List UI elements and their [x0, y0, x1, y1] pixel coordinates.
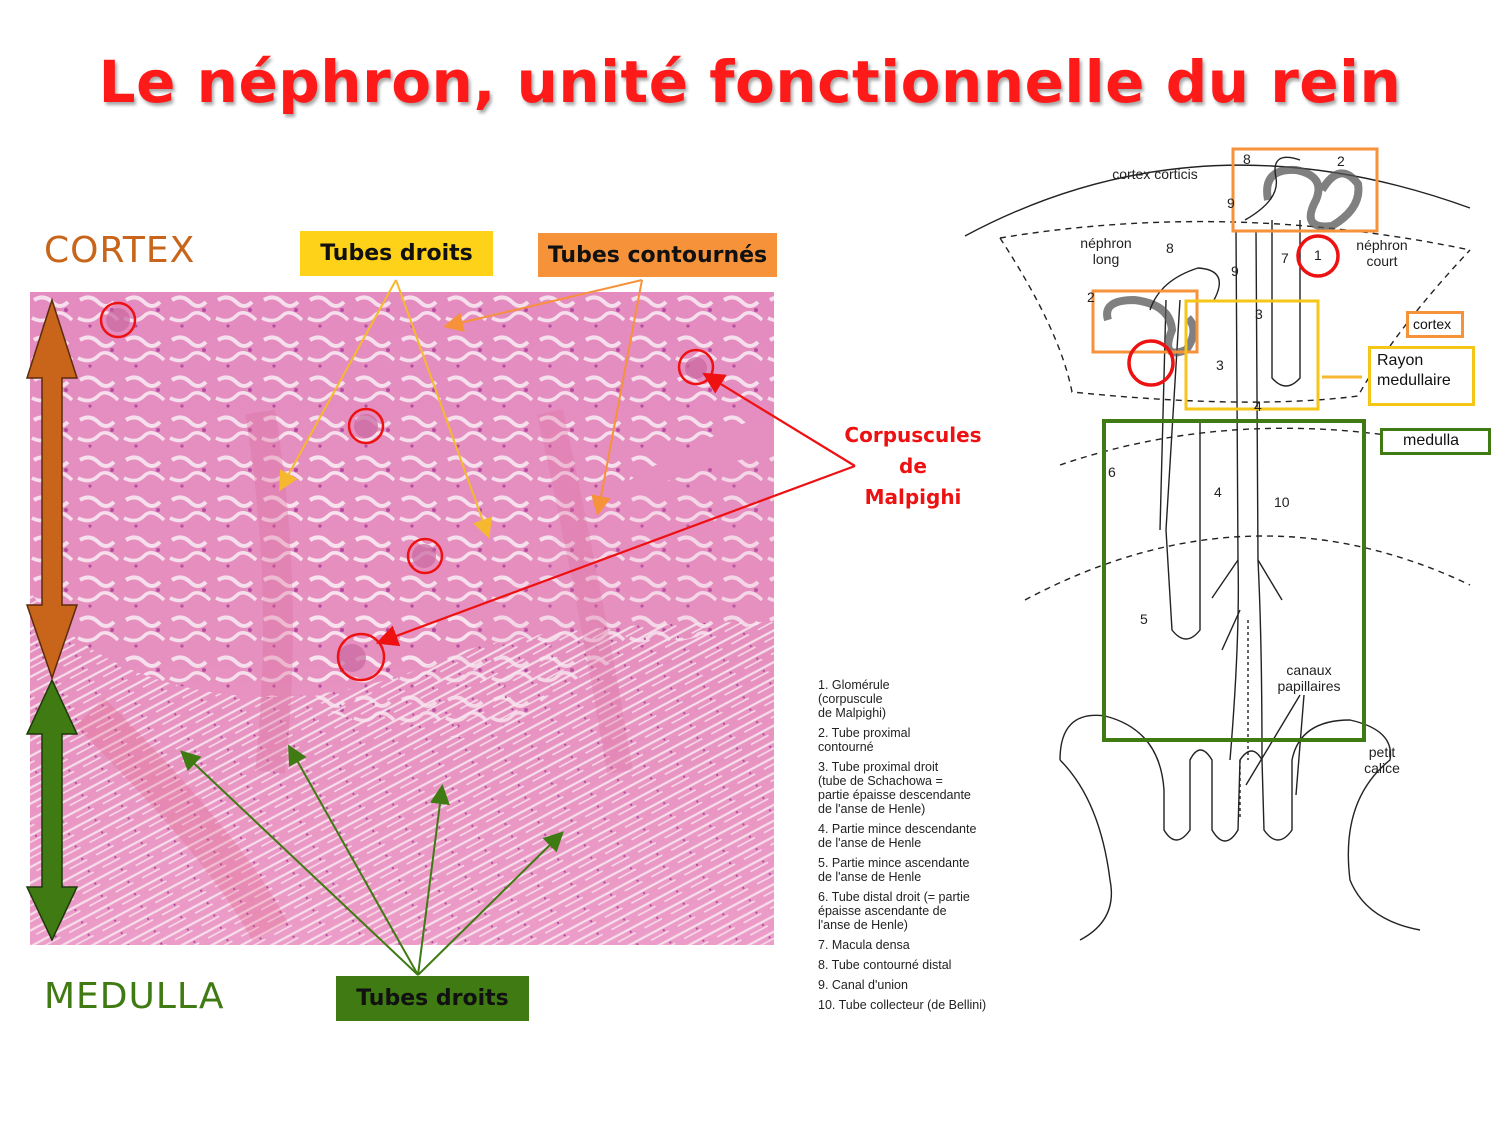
calice-line-1: petit: [1368, 744, 1396, 760]
histology-image: [30, 292, 774, 945]
cortex-corticis-label: cortex corticis: [1112, 166, 1198, 182]
cortex-double-arrow: [25, 297, 79, 681]
schema-num: 6: [1108, 464, 1116, 480]
schema-num: 2: [1087, 289, 1095, 305]
schema-num: 8: [1243, 151, 1251, 167]
calice-line-2: calice: [1364, 760, 1400, 776]
corpuscules-label: Corpuscules de Malpighi: [838, 420, 988, 513]
legend-item-6: 6. Tube distal droit (= partie épaisse a…: [818, 890, 970, 932]
corpuscules-line-1: Corpuscules: [844, 423, 982, 447]
schema-num: 3: [1255, 306, 1263, 322]
corpuscule-arrows: [375, 372, 856, 647]
schema-num: 4: [1214, 484, 1222, 500]
legend-item-3: 3. Tube proximal droit (tube de Schachow…: [818, 760, 971, 816]
schema-num: 4: [1254, 398, 1262, 414]
medulla-label: MEDULLA: [44, 976, 225, 1017]
nephron-court-line-2: court: [1366, 253, 1398, 269]
schema-num: 1: [1314, 247, 1322, 263]
schema-num: 8: [1166, 240, 1174, 256]
tubes-droits-bottom-arrows: [180, 744, 564, 976]
petit-calice-label: petit calice: [1352, 744, 1412, 776]
legend-item-8: 8. Tube contourné distal: [818, 958, 952, 972]
cortex-label: CORTEX: [44, 230, 196, 271]
tubes-droits-top-arrows: [279, 279, 492, 539]
schema-num: 7: [1281, 250, 1289, 266]
canaux-papillaires-label: canaux papillaires: [1262, 662, 1356, 694]
nephron-long-line-1: néphron: [1080, 235, 1132, 251]
tubes-contournes-box: Tubes contournés: [538, 233, 777, 277]
corpuscules-line-3: Malpighi: [864, 485, 962, 509]
legend-item-2: 2. Tube proximal contourné: [818, 726, 911, 754]
schema-num: 10: [1274, 494, 1290, 510]
tubes-contournes-arrows: [443, 279, 643, 516]
schema-num: 5: [1140, 611, 1148, 627]
legend-item-10: 10. Tube collecteur (de Bellini): [818, 998, 987, 1012]
schema-highlights: [1091, 147, 1379, 742]
corpuscle-circles: [99, 301, 715, 682]
legend-item-1: 1. Glomérule (corpuscule de Malpighi): [818, 678, 890, 720]
schema-num: 2: [1337, 153, 1345, 169]
schema-cortex-tag: cortex: [1406, 311, 1464, 338]
legend-item-7: 7. Macula densa: [818, 938, 910, 952]
tubes-droits-top-box: Tubes droits: [300, 231, 493, 276]
nephron-court-line-1: néphron: [1356, 237, 1408, 253]
legend-item-4: 4. Partie mince descendante de l'anse de…: [818, 822, 977, 850]
schema-medulla-tag: medulla: [1380, 428, 1491, 455]
canaux-line-2: papillaires: [1277, 678, 1341, 694]
tubes-droits-bottom-box: Tubes droits: [336, 976, 529, 1021]
schema-legend: 1. Glomérule (corpuscule de Malpighi) 2.…: [818, 678, 1048, 1018]
nephron-long-label: néphron long: [1066, 235, 1146, 267]
medulla-double-arrow: [25, 678, 79, 942]
schema-num: 3: [1216, 357, 1224, 373]
nephron-court-label: néphron court: [1342, 237, 1422, 269]
canaux-line-1: canaux: [1286, 662, 1332, 678]
nephron-long-line-2: long: [1092, 251, 1120, 267]
page-title: Le néphron, unité fonctionnelle du rein: [98, 48, 1402, 116]
schema-rayon-tag: Rayon medullaire: [1368, 346, 1475, 406]
schema-num: 9: [1231, 263, 1239, 279]
legend-item-5: 5. Partie mince ascendante de l'anse de …: [818, 856, 970, 884]
corpuscules-line-2: de: [899, 454, 927, 478]
schema-num: 9: [1227, 195, 1235, 211]
legend-item-9: 9. Canal d'union: [818, 978, 908, 992]
